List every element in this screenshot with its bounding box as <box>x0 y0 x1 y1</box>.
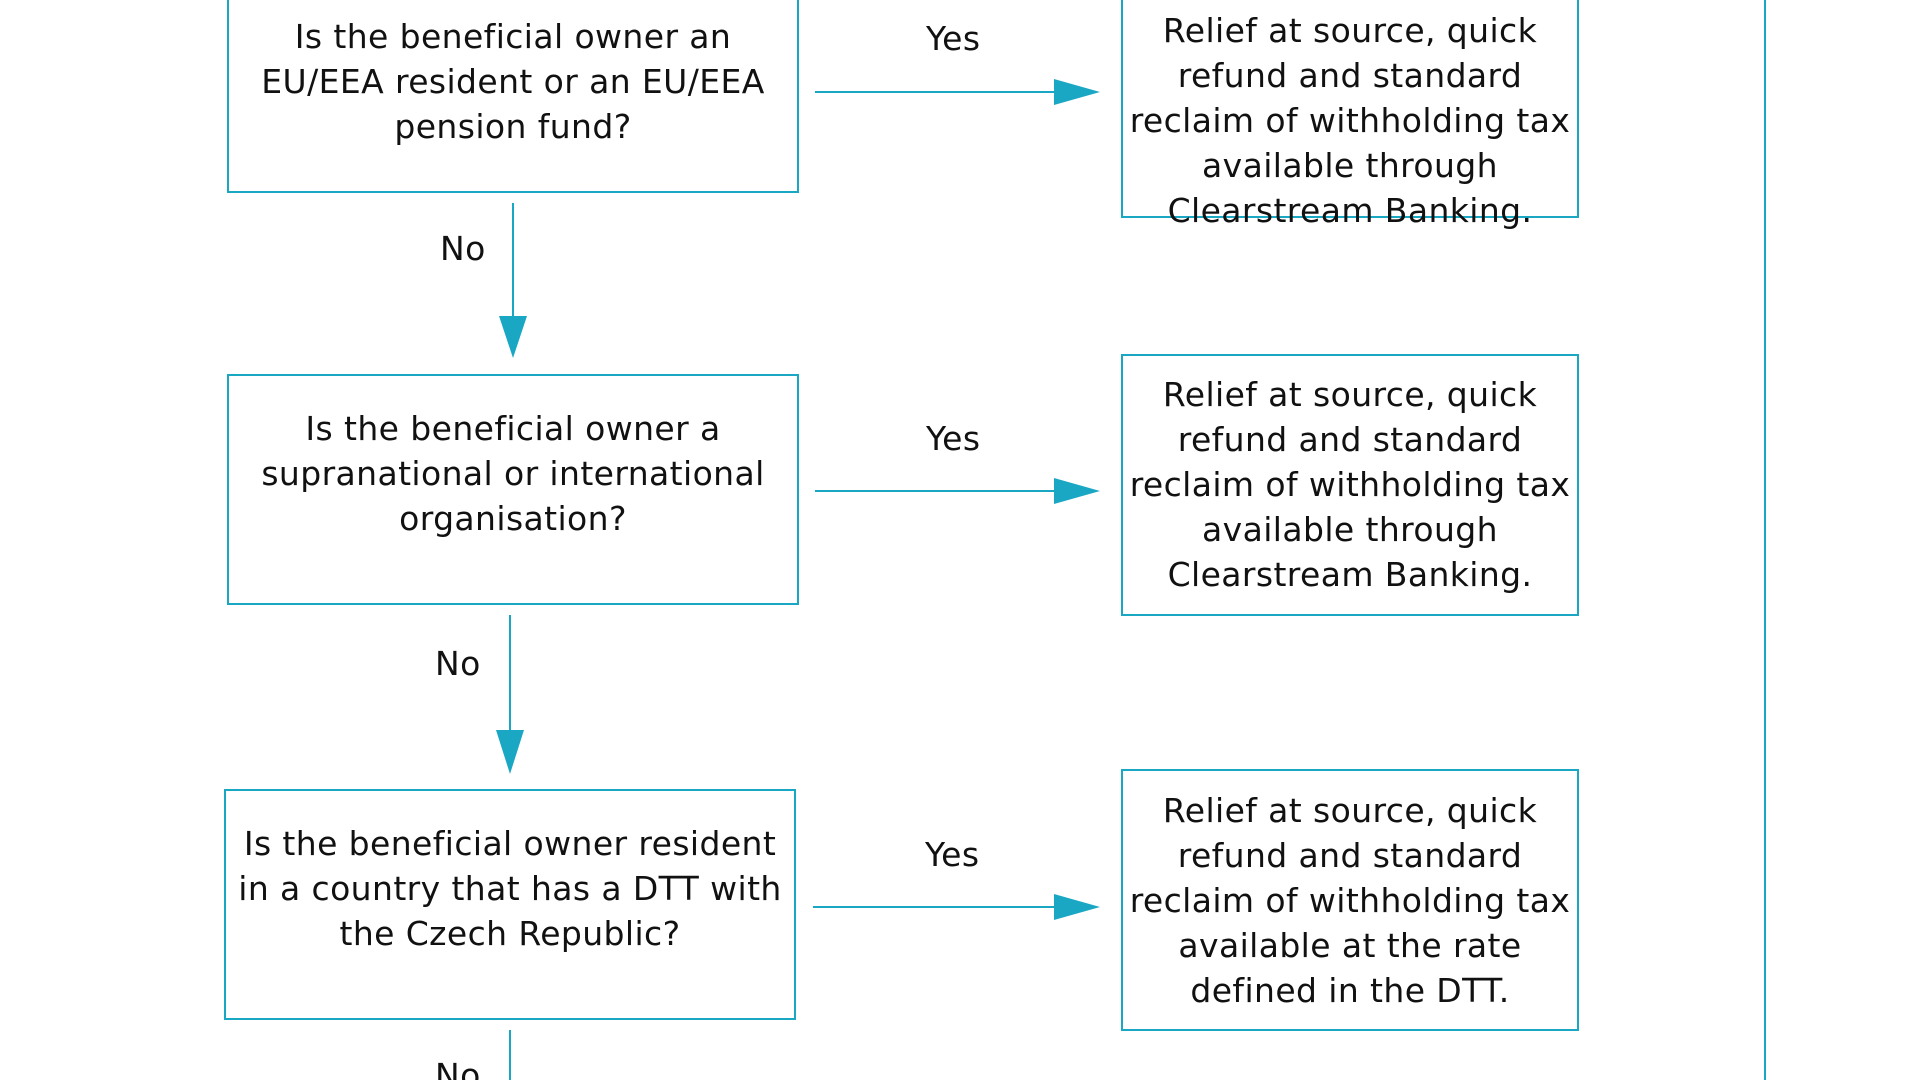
result-text-supranational: Relief at source, quick refund and stand… <box>1129 375 1571 594</box>
question-box-eu-eea-resident: Is the beneficial owner an EU/EEA reside… <box>227 0 799 193</box>
question-text-dtt-country: Is the beneficial owner resident in a co… <box>238 824 782 953</box>
question-text-supranational-organisation: Is the beneficial owner a supranational … <box>261 409 765 538</box>
question-box-supranational-organisation: Is the beneficial owner a supranational … <box>227 374 799 605</box>
yes-label-q2: Yes <box>926 419 981 458</box>
no-label-q3: No <box>435 1056 481 1080</box>
no-label-q1: No <box>440 229 486 268</box>
question-text-eu-eea-resident: Is the beneficial owner an EU/EEA reside… <box>261 17 765 146</box>
yes-label-q1: Yes <box>926 19 981 58</box>
result-box-dtt-rate: Relief at source, quick refund and stand… <box>1121 769 1579 1031</box>
arrowhead-q2-r2 <box>1054 478 1100 504</box>
result-box-supranational: Relief at source, quick refund and stand… <box>1121 354 1579 616</box>
arrowhead-q1-q2 <box>499 316 527 358</box>
result-text-dtt-rate: Relief at source, quick refund and stand… <box>1129 791 1571 1010</box>
question-box-dtt-country: Is the beneficial owner resident in a co… <box>224 789 796 1020</box>
result-box-eu-eea: Relief at source, quick refund and stand… <box>1121 0 1579 230</box>
no-label-q2: No <box>435 644 481 683</box>
arrowhead-q2-q3 <box>496 730 524 774</box>
result-text-eu-eea: Relief at source, quick refund and stand… <box>1129 11 1571 230</box>
arrowhead-q3-r3 <box>1054 894 1100 920</box>
yes-label-q3: Yes <box>925 835 980 874</box>
arrowhead-q1-r1 <box>1054 79 1100 105</box>
